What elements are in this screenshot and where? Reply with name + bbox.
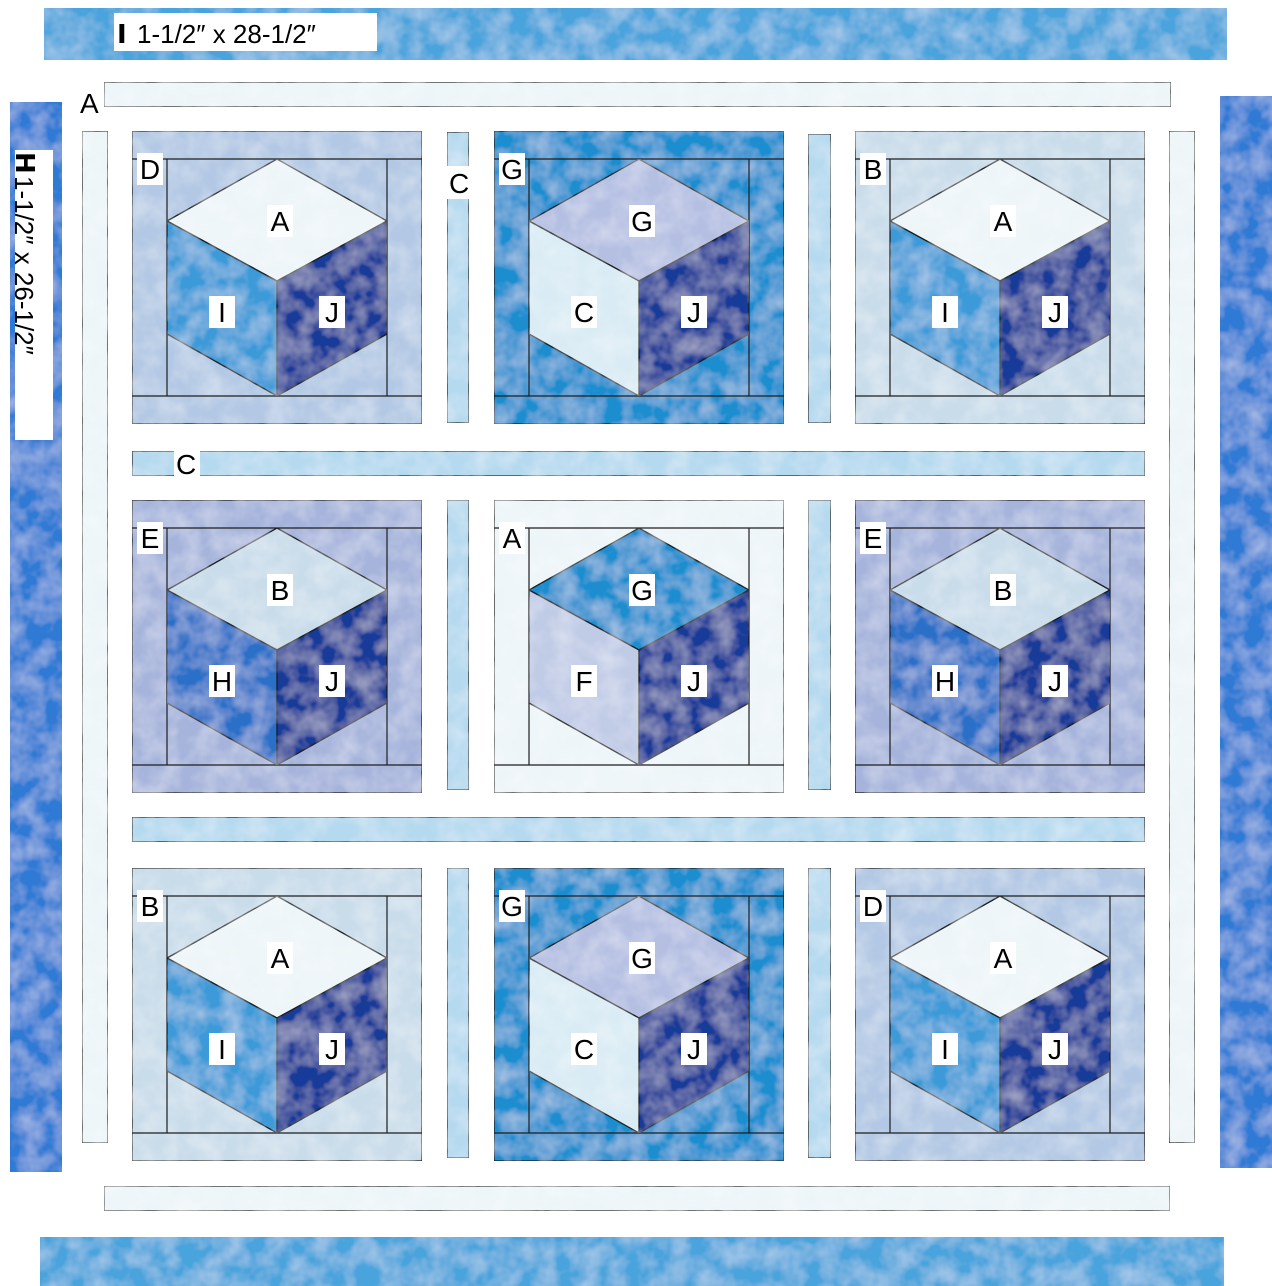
frame-letter: C	[449, 168, 469, 199]
frame-letter: E	[141, 523, 160, 554]
quilt-block: D A I J	[132, 131, 422, 424]
sashing-vertical	[808, 134, 831, 423]
right-face-letter: J	[325, 1034, 339, 1065]
quilt-block: B A I J	[855, 131, 1145, 424]
frame-letter: G	[501, 891, 523, 922]
top-face-letter: A	[994, 206, 1013, 237]
frame-letter: B	[864, 154, 883, 185]
top-face-letter: A	[271, 943, 290, 974]
top-face-letter: G	[631, 943, 653, 974]
quilt-block: G G C J	[494, 131, 784, 424]
outer-border-right	[1220, 96, 1272, 1168]
quilt-block: A G F J	[494, 500, 784, 793]
quilt-block: B A I J	[132, 868, 422, 1161]
inner-border-right	[1169, 131, 1195, 1143]
right-face-letter: J	[1048, 666, 1062, 697]
sashing-vertical	[447, 500, 469, 790]
quilt-blocks: D A I J G G C J B A I J E B H J A G F J E B H J B A I J G G C J D A I J	[132, 131, 1145, 1161]
right-face-letter: J	[687, 297, 701, 328]
outer-border-bottom	[40, 1237, 1224, 1286]
frame-letter: G	[501, 154, 523, 185]
right-face-letter: J	[1048, 1034, 1062, 1065]
top-face-letter: G	[631, 575, 653, 606]
quilt-block: G G C J	[494, 868, 784, 1161]
left-face-letter: I	[218, 1034, 226, 1065]
quilt-block: D A I J	[855, 868, 1145, 1161]
right-face-letter: J	[1048, 297, 1062, 328]
left-face-letter: I	[218, 297, 226, 328]
right-face-letter: J	[687, 666, 701, 697]
inner-border-left	[82, 131, 108, 1143]
top-border-label: I 1-1/2″ x 28-1/2″	[114, 13, 377, 51]
left-face-letter: I	[941, 297, 949, 328]
border-letter-I: I	[117, 20, 127, 50]
frame-letter: C	[176, 449, 196, 480]
right-face-letter: J	[325, 666, 339, 697]
sashing-vertical	[808, 868, 831, 1158]
inner-border-label: A	[80, 88, 104, 119]
frame-letter: A	[80, 88, 99, 119]
sashing-horizontal-1	[132, 451, 1145, 476]
top-face-letter: B	[994, 575, 1013, 606]
left-face-letter: C	[574, 1034, 594, 1065]
left-face-letter: I	[941, 1034, 949, 1065]
sashing-vertical	[808, 500, 831, 790]
left-face-letter: F	[575, 666, 592, 697]
left-face-letter: H	[212, 666, 232, 697]
frame-letter: A	[503, 523, 522, 554]
border-strip-H-right	[1220, 96, 1272, 1168]
sashing-horizontal-label: C	[174, 449, 200, 480]
frame-letter: B	[141, 891, 160, 922]
border-size-top: 1-1/2″ x 28-1/2″	[137, 19, 316, 49]
inner-border-top	[104, 82, 1171, 107]
border-letter-H: H	[9, 152, 39, 174]
top-face-letter: A	[994, 943, 1013, 974]
right-face-letter: J	[687, 1034, 701, 1065]
frame-letter: D	[863, 891, 883, 922]
left-face-letter: H	[935, 666, 955, 697]
quilt-block: E B H J	[855, 500, 1145, 793]
left-face-letter: C	[574, 297, 594, 328]
sashing-vertical-label: C	[447, 166, 474, 199]
frame-letter: E	[864, 523, 883, 554]
inner-border-bottom	[104, 1186, 1170, 1211]
border-strip-I-bottom	[40, 1237, 1224, 1286]
top-face-letter: G	[631, 206, 653, 237]
sashing-horizontal-2	[132, 817, 1145, 842]
border-size-left: 1-1/2″ x 26-1/2″	[9, 176, 39, 355]
frame-letter: D	[140, 154, 160, 185]
sashing-vertical	[447, 868, 469, 1158]
quilt-block: E B H J	[132, 500, 422, 793]
left-border-label: H 1-1/2″ x 26-1/2″	[9, 150, 53, 440]
top-face-letter: B	[271, 575, 290, 606]
top-face-letter: A	[271, 206, 290, 237]
right-face-letter: J	[325, 297, 339, 328]
